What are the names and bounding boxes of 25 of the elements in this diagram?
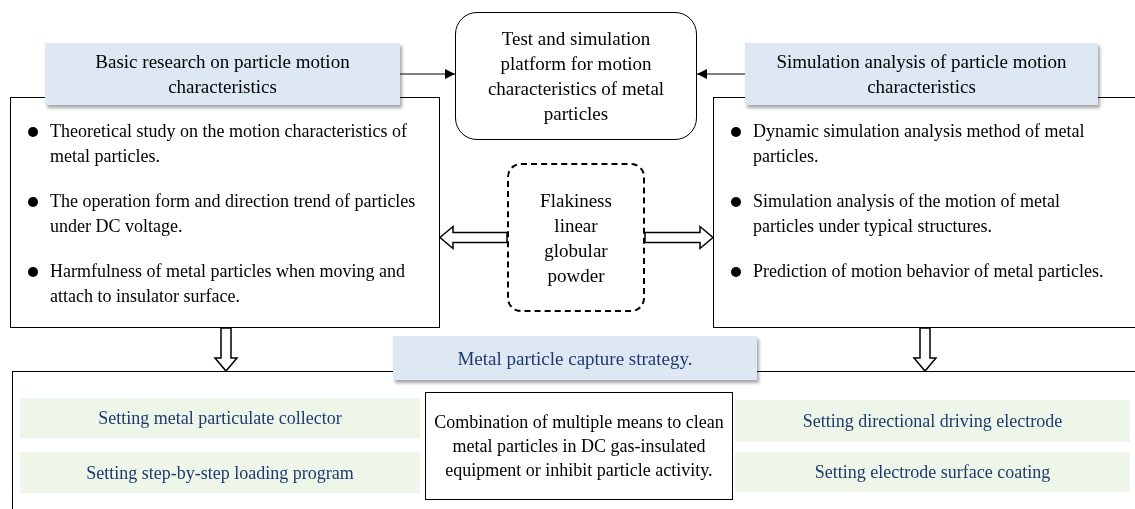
- strategy-text: Setting step-by-step loading program: [86, 461, 354, 485]
- bullet-text: Dynamic simulation analysis method of metal particles.: [753, 120, 1086, 168]
- bullet-text: Harmfulness of metal particles when moving and attach to insulator surface.: [50, 260, 406, 308]
- hollow-arrow: [438, 224, 508, 251]
- arrow: [399, 69, 456, 79]
- strategy-text: Setting directional driving electrode: [802, 410, 1063, 433]
- bullet-text: The operation form and direction trend of particles under DC voltage.: [50, 190, 417, 238]
- box-text: Test and simulation platform for motion characteristics of metal particles: [486, 27, 666, 126]
- box-text: Combination of multiple means to clean metal particles in DC gas-insulated equipment or inhibit particle activity.: [434, 411, 724, 482]
- box-text: Flakiness linear globular powder: [539, 188, 613, 288]
- hollow-arrow: [644, 224, 715, 251]
- bullet-text: Theoretical study on the motion characteristics of metal particles.: [50, 120, 408, 168]
- strategy-text: Setting electrode surface coating: [814, 461, 1051, 484]
- panel-heading: Metal particle capture strategy.: [457, 346, 693, 371]
- panel-heading: Basic research on particle motion characteristics: [94, 50, 351, 99]
- bullet-text: Prediction of motion behavior of metal particles.: [753, 260, 1104, 283]
- bullet-text: Simulation analysis of the motion of metal particles under typical structures.: [753, 190, 1061, 238]
- strategy-text: Setting metal particulate collector: [98, 407, 342, 430]
- panel-heading: Simulation analysis of particle motion characteristics: [775, 50, 1068, 99]
- text-box: [425, 392, 733, 500]
- hollow-arrow: [912, 327, 938, 373]
- arrow: [696, 69, 746, 79]
- hollow-arrow: [213, 327, 239, 373]
- rounded-box: [455, 12, 697, 140]
- dashed-box: [507, 163, 645, 312]
